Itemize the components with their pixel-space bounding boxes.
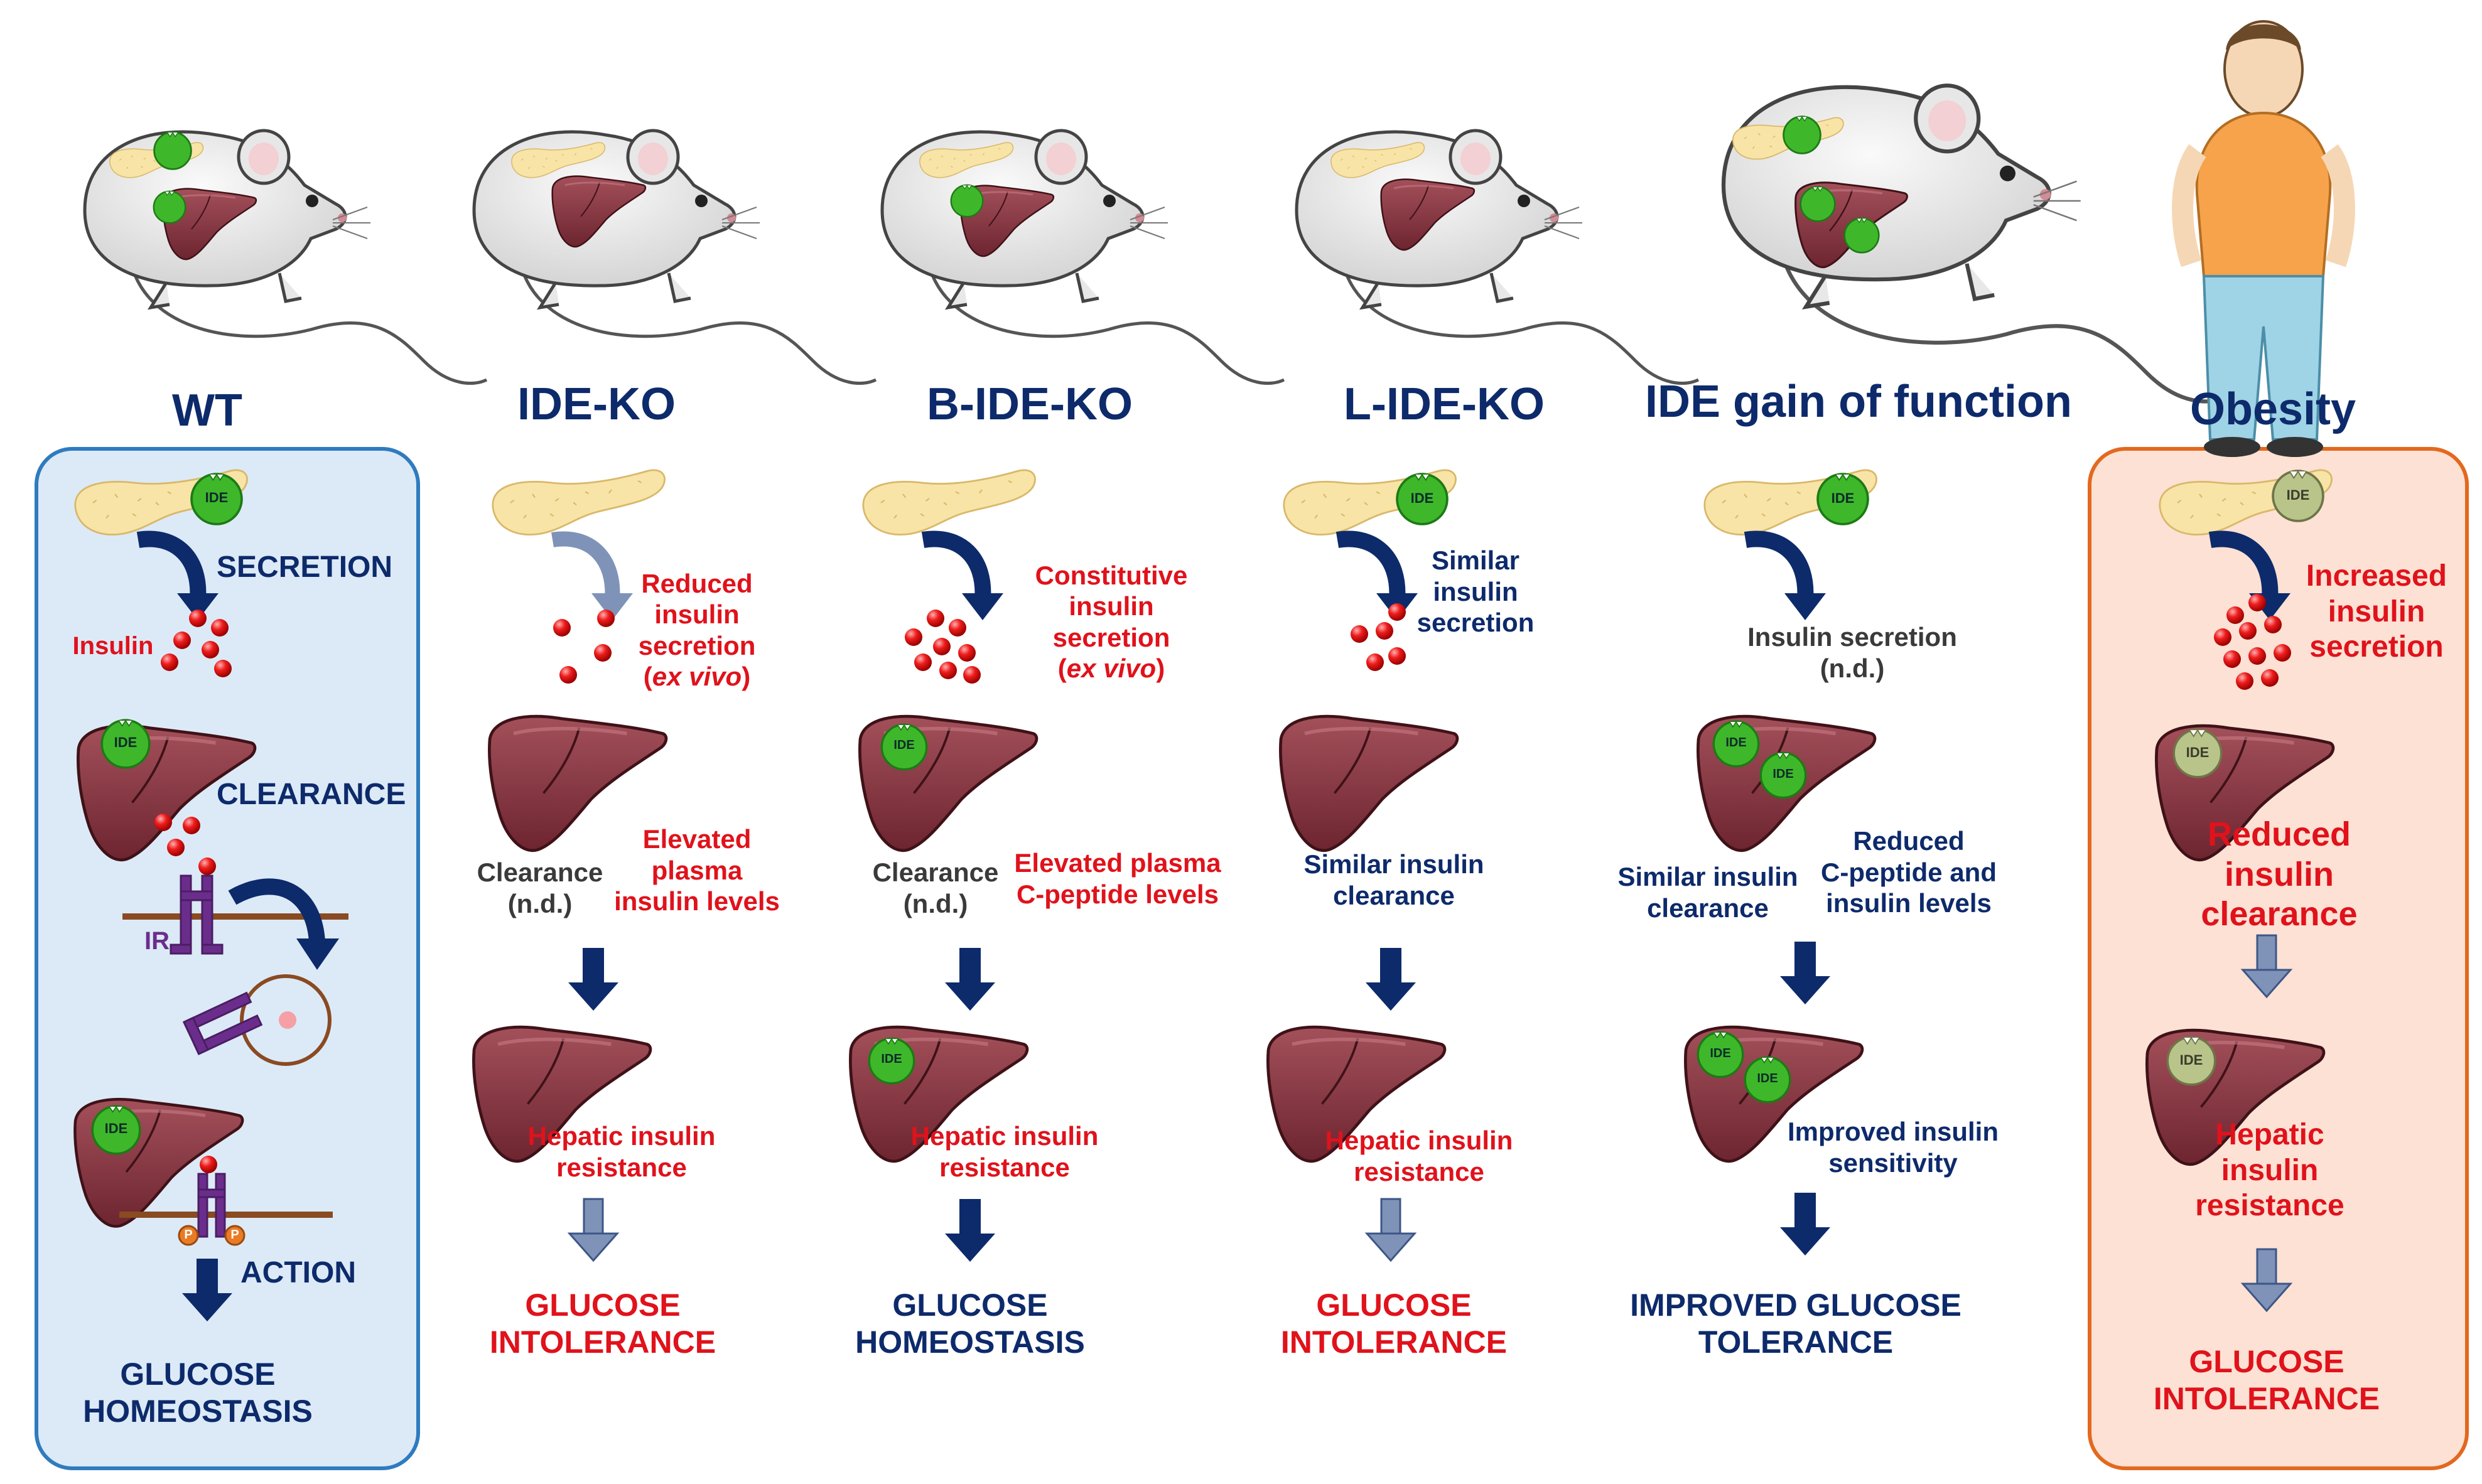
column-title-ide-ko: IDE-KO bbox=[517, 379, 676, 429]
l-ide-ko-hepatic-resistance: Hepatic insulin resistance bbox=[1325, 1126, 1513, 1186]
column-title-wt: WT bbox=[172, 385, 242, 436]
l-ide-ko-secretion: Similar insulin secretion bbox=[1416, 546, 1535, 638]
obesity-hepatic-resistance: Hepatic insulin resistance bbox=[2195, 1118, 2344, 1223]
b-ide-ko-secretion-main: Constitutive insulin secretion bbox=[1035, 560, 1188, 652]
ide-label: IDE bbox=[205, 490, 229, 505]
ide-ko-hepatic-resistance: Hepatic insulin resistance bbox=[527, 1121, 716, 1182]
ide-label: IDE bbox=[2186, 745, 2210, 760]
gof-reduced-c-peptide: Reduced C-peptide and insulin levels bbox=[1821, 826, 1997, 918]
b-ide-ko-secretion-ex-vivo: ex vivo bbox=[1066, 653, 1157, 684]
wt-clearance-label: CLEARANCE bbox=[217, 778, 406, 811]
obesity-outcome: GLUCOSE INTOLERANCE bbox=[2153, 1344, 2380, 1416]
column-title-ide-gain-of-function: IDE gain of function bbox=[1645, 377, 2072, 427]
gof-improved-sensitivity: Improved insulin sensitivity bbox=[1787, 1117, 1999, 1178]
wt-panel bbox=[35, 447, 420, 1470]
ide-label: IDE bbox=[881, 1052, 902, 1066]
wt-p-label: P bbox=[184, 1228, 193, 1242]
ide-label: IDE bbox=[1710, 1046, 1731, 1060]
wt-p-label: P bbox=[230, 1228, 239, 1242]
ide-ko-elevated-insulin: Elevated plasma insulin levels bbox=[614, 824, 780, 917]
b-ide-ko-hepatic-resistance: Hepatic insulin resistance bbox=[910, 1121, 1099, 1182]
obesity-clearance: Reduced insulin clearance bbox=[2201, 815, 2358, 933]
ide-ko-secretion-main: Reduced insulin secretion bbox=[638, 568, 756, 660]
gof-secretion-nd: Insulin secretion (n.d.) bbox=[1747, 622, 1957, 683]
column-title-obesity: Obesity bbox=[2189, 384, 2356, 434]
gof-outcome: IMPROVED GLUCOSE TOLERANCE bbox=[1630, 1288, 1961, 1360]
b-ide-ko-clearance-nd: Clearance (n.d.) bbox=[872, 858, 999, 918]
ide-label: IDE bbox=[1772, 767, 1794, 781]
ide-label: IDE bbox=[2286, 487, 2310, 503]
ide-ko-secretion-ex-vivo: ex vivo bbox=[652, 662, 742, 692]
column-title-l-ide-ko: L-IDE-KO bbox=[1344, 379, 1545, 429]
ide-label: IDE bbox=[1410, 490, 1434, 506]
l-ide-ko-outcome: GLUCOSE INTOLERANCE bbox=[1280, 1288, 1508, 1360]
column-title-b-ide-ko: B-IDE-KO bbox=[927, 379, 1133, 429]
wt-ir-label: IR bbox=[144, 927, 170, 955]
wt-action-label: ACTION bbox=[240, 1256, 356, 1289]
b-ide-ko-outcome: GLUCOSE HOMEOSTASIS bbox=[855, 1288, 1085, 1360]
l-ide-ko-clearance: Similar insulin clearance bbox=[1303, 849, 1484, 910]
ide-label: IDE bbox=[114, 734, 138, 750]
ide-label: IDE bbox=[1831, 490, 1855, 506]
ide-label: IDE bbox=[893, 738, 915, 752]
ide-label: IDE bbox=[104, 1121, 128, 1136]
obesity-secretion: Increased insulin secretion bbox=[2306, 559, 2447, 664]
ide-label: IDE bbox=[1725, 736, 1747, 750]
ide-ko-outcome: GLUCOSE INTOLERANCE bbox=[489, 1288, 716, 1360]
insulin-receptor bbox=[170, 874, 224, 955]
ide-label: IDE bbox=[2179, 1052, 2203, 1068]
wt-insulin-label: Insulin bbox=[72, 632, 154, 660]
obesity-panel bbox=[2088, 447, 2469, 1470]
wt-outcome: GLUCOSE HOMEOSTASIS bbox=[83, 1357, 313, 1429]
wt-secretion-label: SECRETION bbox=[217, 551, 393, 584]
ide-label: IDE bbox=[1757, 1072, 1778, 1085]
ide-ko-secretion-text: Reduced insulin secretion (ex vivo) bbox=[638, 568, 756, 692]
obese-human-illustration bbox=[2172, 20, 2355, 457]
b-ide-ko-secretion-text: Constitutive insulin secretion (ex vivo) bbox=[1035, 560, 1188, 684]
ide-ko-clearance-nd: Clearance (n.d.) bbox=[477, 858, 603, 918]
b-ide-ko-elevated-c-peptide: Elevated plasma C-peptide levels bbox=[1014, 848, 1221, 909]
gof-clearance-similar: Similar insulin clearance bbox=[1617, 862, 1798, 923]
